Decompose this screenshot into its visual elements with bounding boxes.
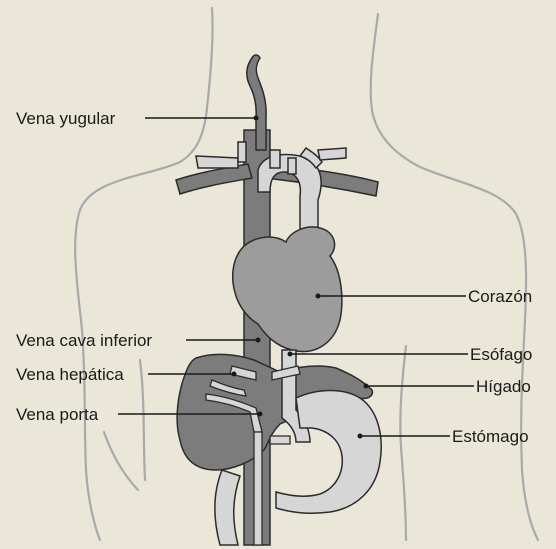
label-estomago: Estómago [452,427,529,446]
label-higado: Hígado [476,377,531,396]
label-corazon: Corazón [468,287,532,306]
aortic-arch [196,142,346,232]
label-esofago: Esófago [470,345,532,364]
label-vena-yugular: Vena yugular [16,109,116,128]
intestine [215,470,240,545]
label-vena-hepatica: Vena hepática [16,365,124,384]
label-vena-porta: Vena porta [16,405,99,424]
label-vena-cava-inferior: Vena cava inferior [16,331,152,350]
